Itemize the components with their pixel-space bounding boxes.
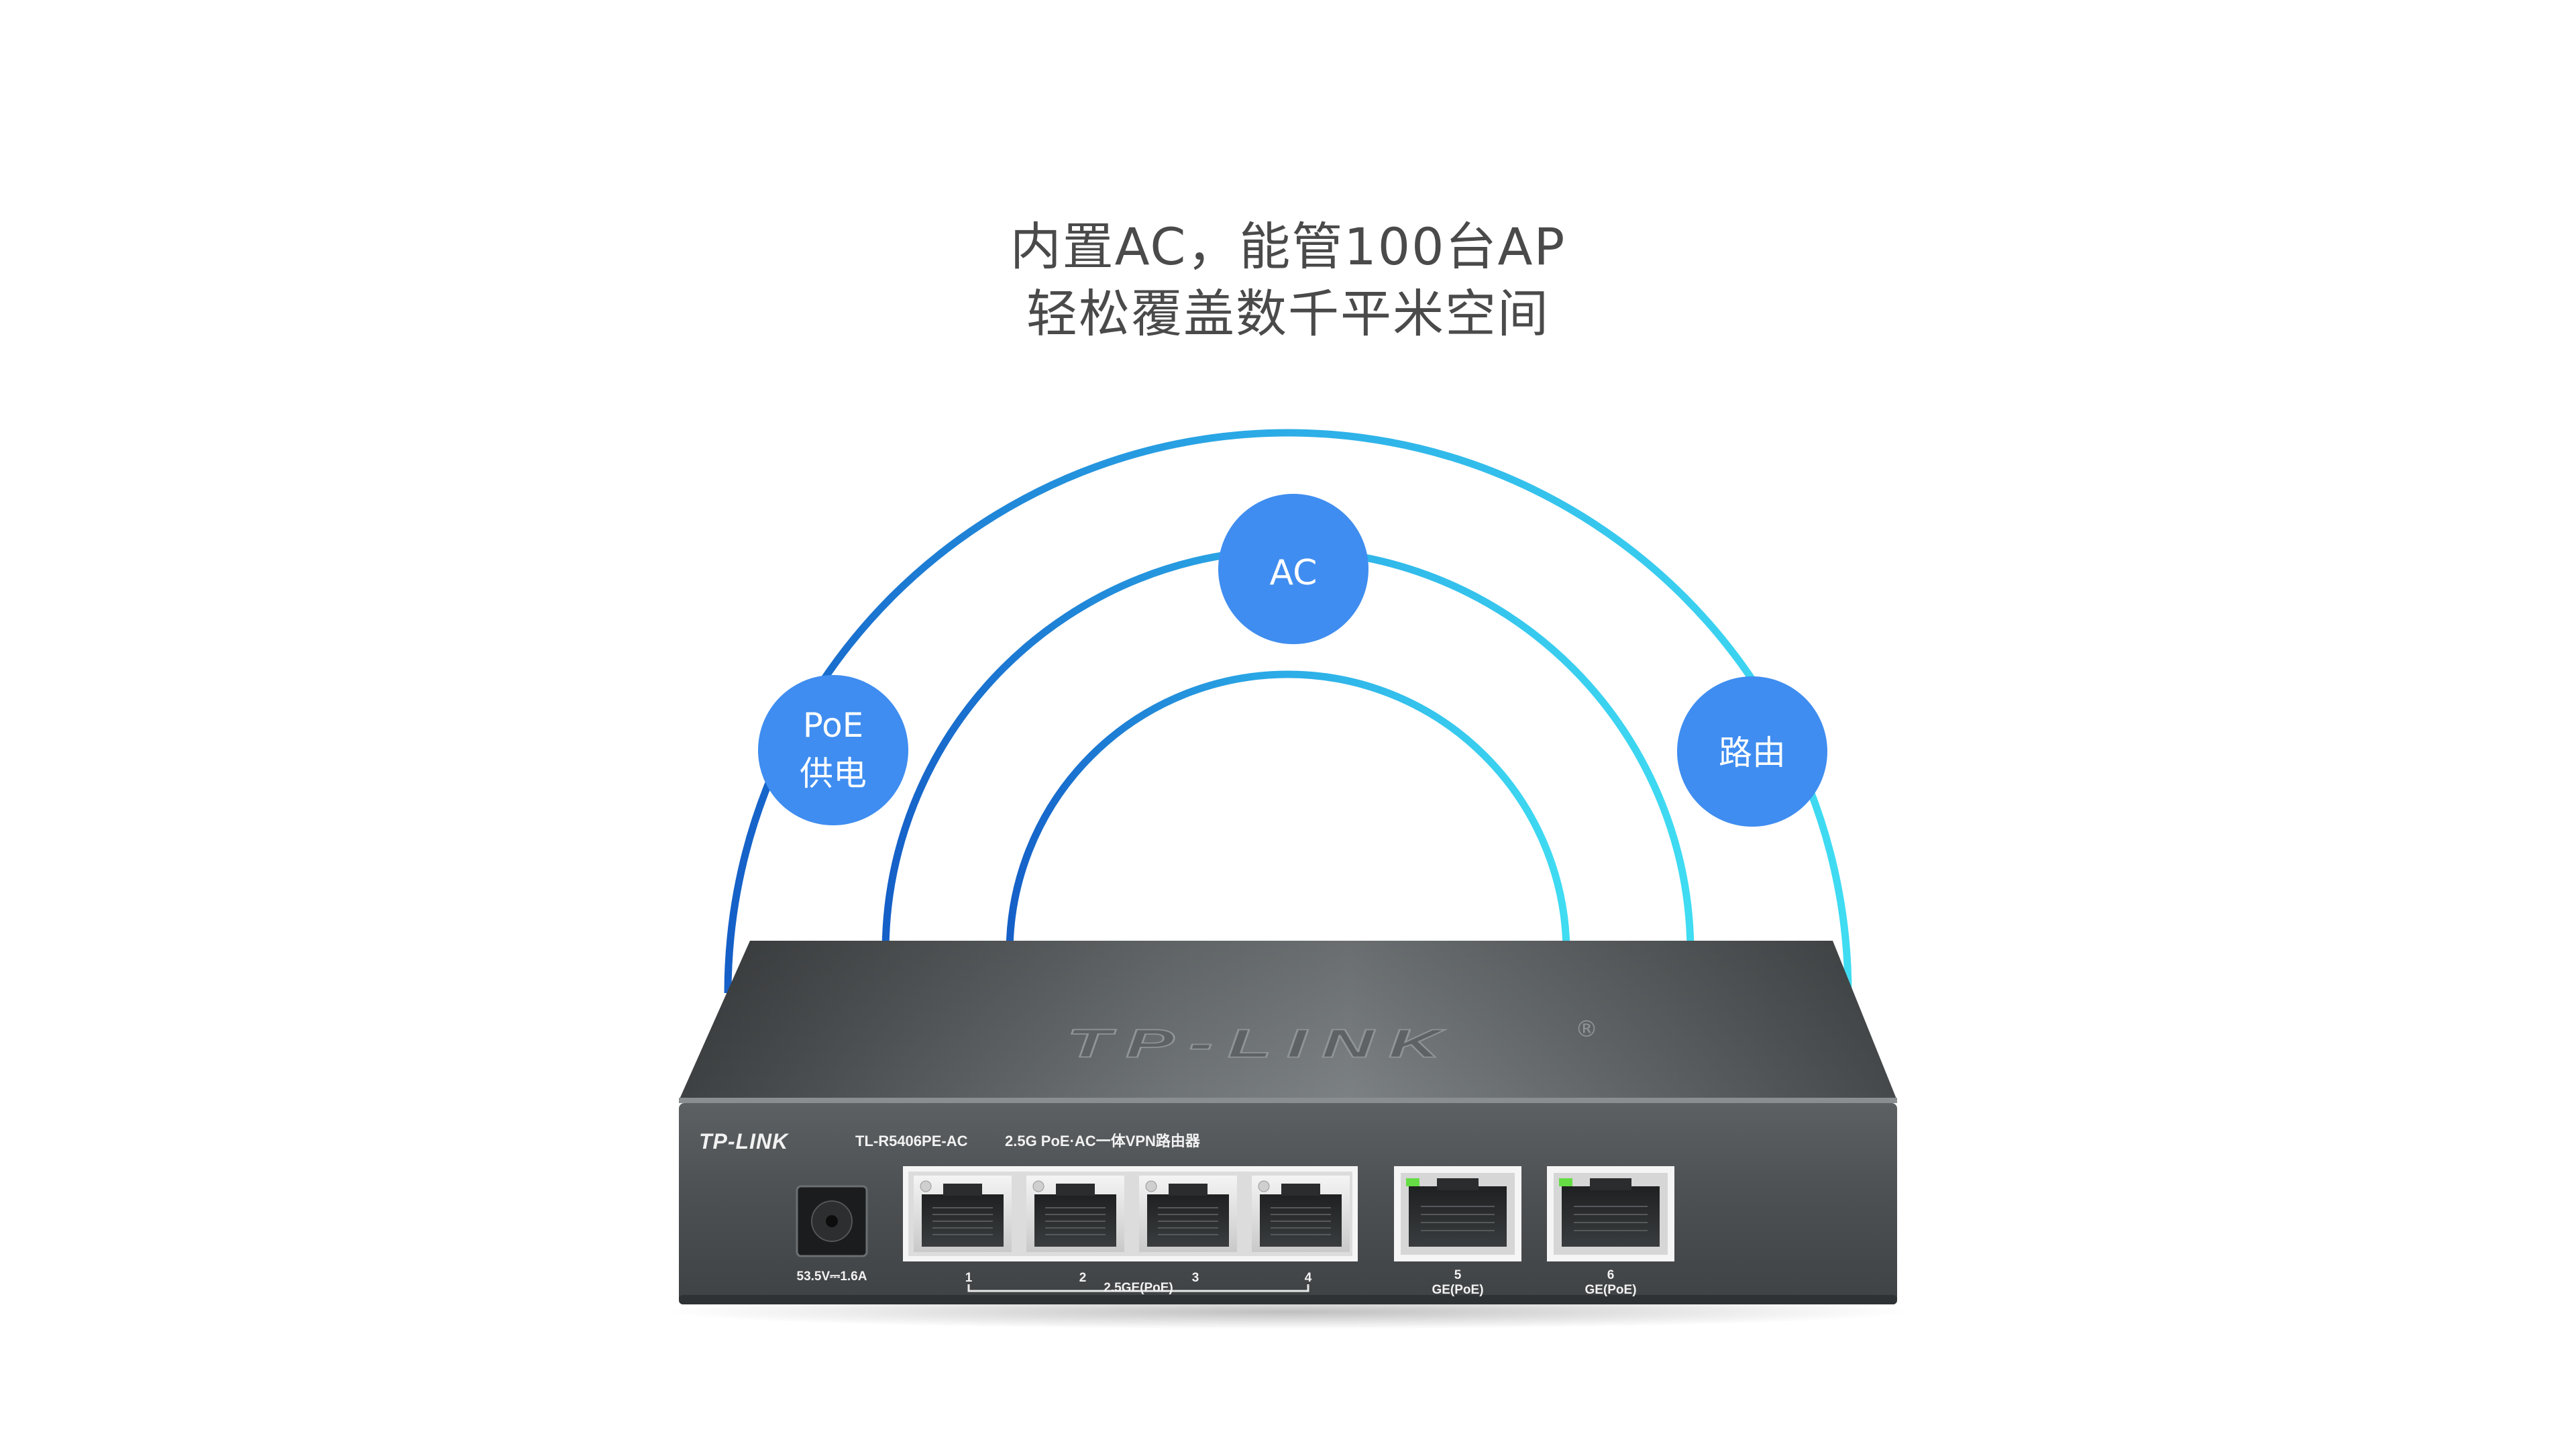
bubble-routing: 路由 <box>1677 676 1827 827</box>
port-4-number: 4 <box>1305 1271 1312 1285</box>
bubble-ac: AC <box>1218 494 1368 644</box>
port-2-number: 2 <box>1079 1271 1087 1285</box>
power-jack: 53.5V⎓1.6A <box>796 1185 868 1284</box>
ethernet-port-4[interactable]: 4 <box>1252 1176 1350 1285</box>
power-rating: 53.5V⎓1.6A <box>797 1270 867 1284</box>
bubble-routing-label: 路由 <box>1719 733 1786 772</box>
bubble-ac-label: AC <box>1270 553 1318 593</box>
feature-bubbles: AC PoE 供电 路由 <box>758 494 1827 827</box>
port-5-label: GE(PoE) <box>1432 1283 1483 1297</box>
router-device: TP-LINK ® TP-LINK TL-R5406PE-AC 2.5G PoE… <box>664 941 1912 1329</box>
bubble-poe-label-2: 供电 <box>800 754 867 793</box>
port-1-number: 1 <box>965 1271 973 1285</box>
port-group-bracket <box>967 1284 1309 1292</box>
device-front-logo: TP-LINK <box>699 1129 790 1153</box>
device-top-logo: TP-LINK <box>1067 1022 1456 1066</box>
ethernet-port-3[interactable]: 3 <box>1139 1176 1237 1285</box>
headline-line-1: 内置AC，能管100台AP <box>1010 217 1566 276</box>
port-group-label: 2.5GE(PoE) <box>1104 1281 1173 1295</box>
ethernet-port-2[interactable]: 2 <box>1026 1176 1124 1285</box>
ethernet-port-5[interactable]: 5 GE(PoE) <box>1394 1166 1521 1297</box>
bubble-poe: PoE 供电 <box>758 675 908 825</box>
signal-arc-inner <box>1006 670 1570 953</box>
device-model: TL-R5406PE-AC <box>855 1133 968 1149</box>
ethernet-port-1[interactable]: 1 <box>914 1176 1012 1285</box>
device-top-logo-mark: ® <box>1575 1016 1598 1043</box>
port-5-number: 5 <box>1454 1268 1462 1282</box>
device-description: 2.5G PoE·AC一体VPN路由器 <box>1005 1133 1201 1149</box>
port-6-number: 6 <box>1607 1268 1615 1282</box>
bubble-poe-label-1: PoE <box>803 706 864 745</box>
headline-line-2: 轻松覆盖数千平米空间 <box>1026 284 1550 344</box>
port-3-number: 3 <box>1192 1271 1199 1285</box>
ethernet-port-6[interactable]: 6 GE(PoE) <box>1547 1166 1674 1297</box>
port-6-label: GE(PoE) <box>1585 1283 1636 1297</box>
